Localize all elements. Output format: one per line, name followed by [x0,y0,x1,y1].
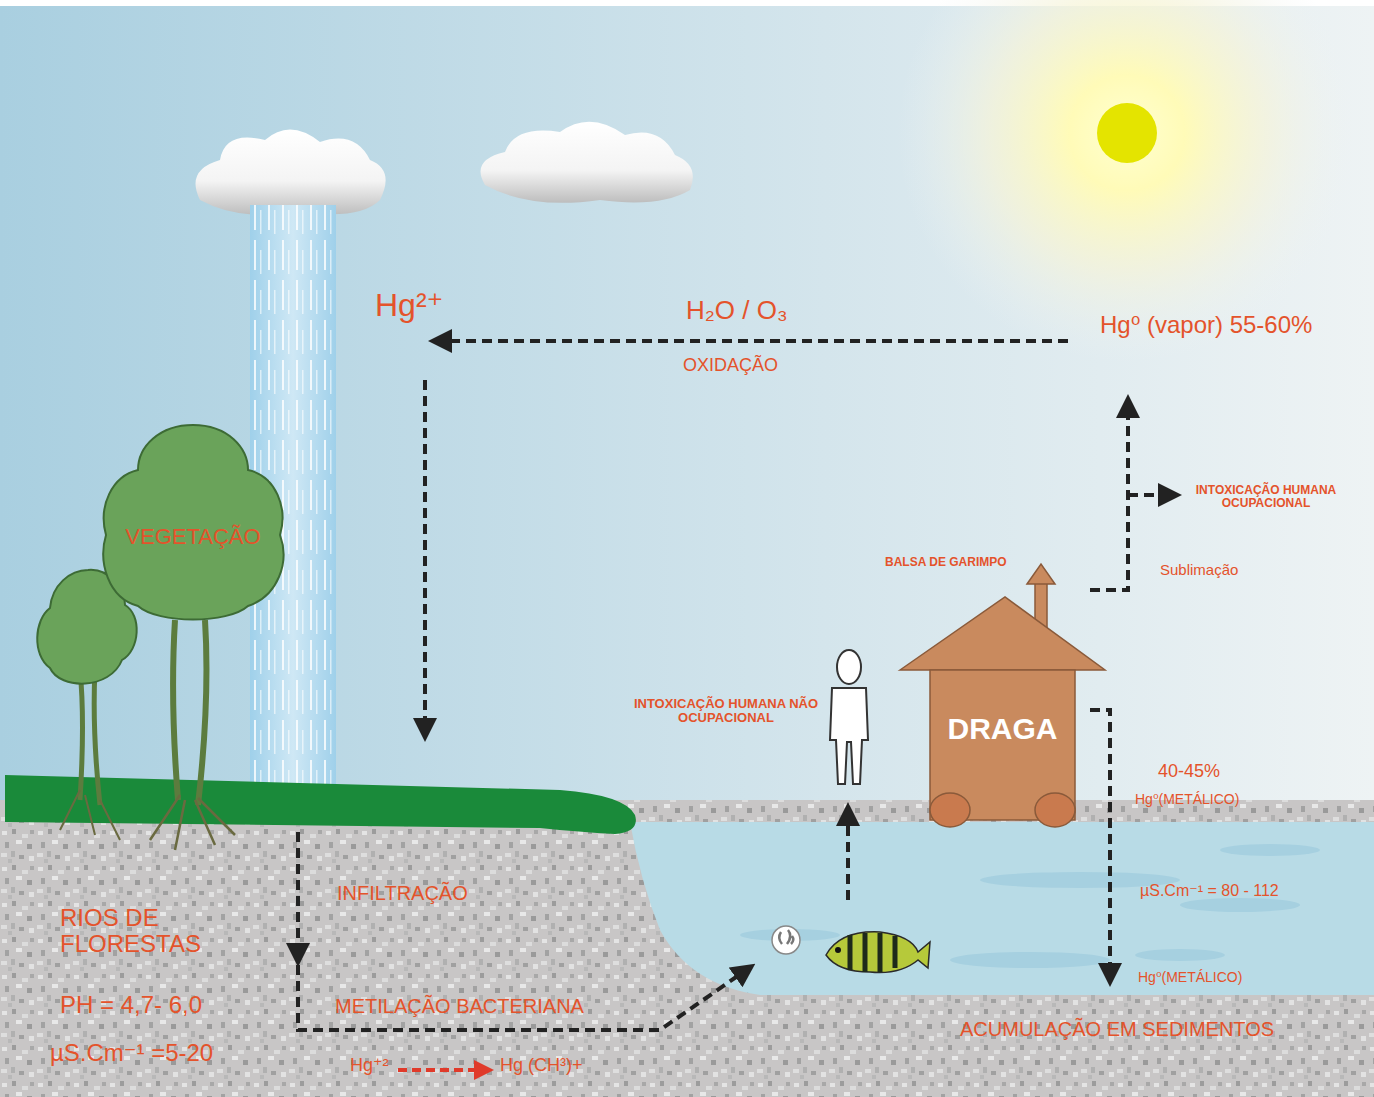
node-title: DRAGA [948,712,1058,745]
dredge-house-shape [895,552,1110,832]
process-label: OXIDAÇÃO [683,356,778,376]
conductivity-label: µS.Cm⁻¹ =5-20 [50,1040,213,1066]
river-water [630,822,1374,995]
methylation-arrow [398,1068,490,1072]
oxidant-formula: H₂O / O₃ [686,296,788,325]
person [830,650,868,784]
vapor-fraction: Hg⁰ (vapor) 55-60% [1100,312,1312,338]
species-label: Hg⁺² [350,1056,389,1076]
node-title: VEGETAÇÃO [125,525,260,549]
soil [0,800,1374,1097]
mercury-ion: Hg²⁺ [375,288,443,323]
fraction-label: 40-45% [1158,762,1220,782]
cloud [196,122,693,215]
sun-halo [897,0,1357,363]
ripples [740,844,1320,968]
species-label: Hg⁰(METÁLICO) [1135,792,1239,807]
ph-label: PH = 4,7- 6,0 [60,992,202,1018]
note-label: INTOXICAÇÃO HUMANA OCUPACIONAL [1190,484,1342,510]
conductivity-label: µS.Cm⁻¹ = 80 - 112 [1140,882,1279,900]
node-heading: BALSA DE GARIMPO [885,556,1007,569]
small-tree [37,570,136,840]
tree-canopy: VEGETAÇÃO [98,420,288,625]
tree-trunk [150,620,235,850]
dredge-house: BALSA DE GARIMPODRAGA [895,552,1110,832]
dashed-arrows [298,341,1178,1030]
species-label: Hg⁰(METÁLICO) [1138,970,1242,985]
region-label: RIOS DE FLORESTAS [60,905,250,958]
tree-canopy-shape [98,420,288,625]
note-label: INTOXICAÇÃO HUMANA NÃO OCUPACIONAL [626,697,826,726]
bacteria [772,926,800,954]
species-label: Hg (CH³)+ [500,1056,583,1076]
process-label: METILAÇÃO BACTERIANA [335,995,584,1017]
fish [826,932,930,973]
sun [1097,103,1157,163]
process-label: ACUMULAÇÃO EM SEDIMENTOS [960,1018,1274,1040]
process-label: Sublimação [1160,562,1238,579]
process-label: INFILTRAÇÃO [337,882,468,904]
